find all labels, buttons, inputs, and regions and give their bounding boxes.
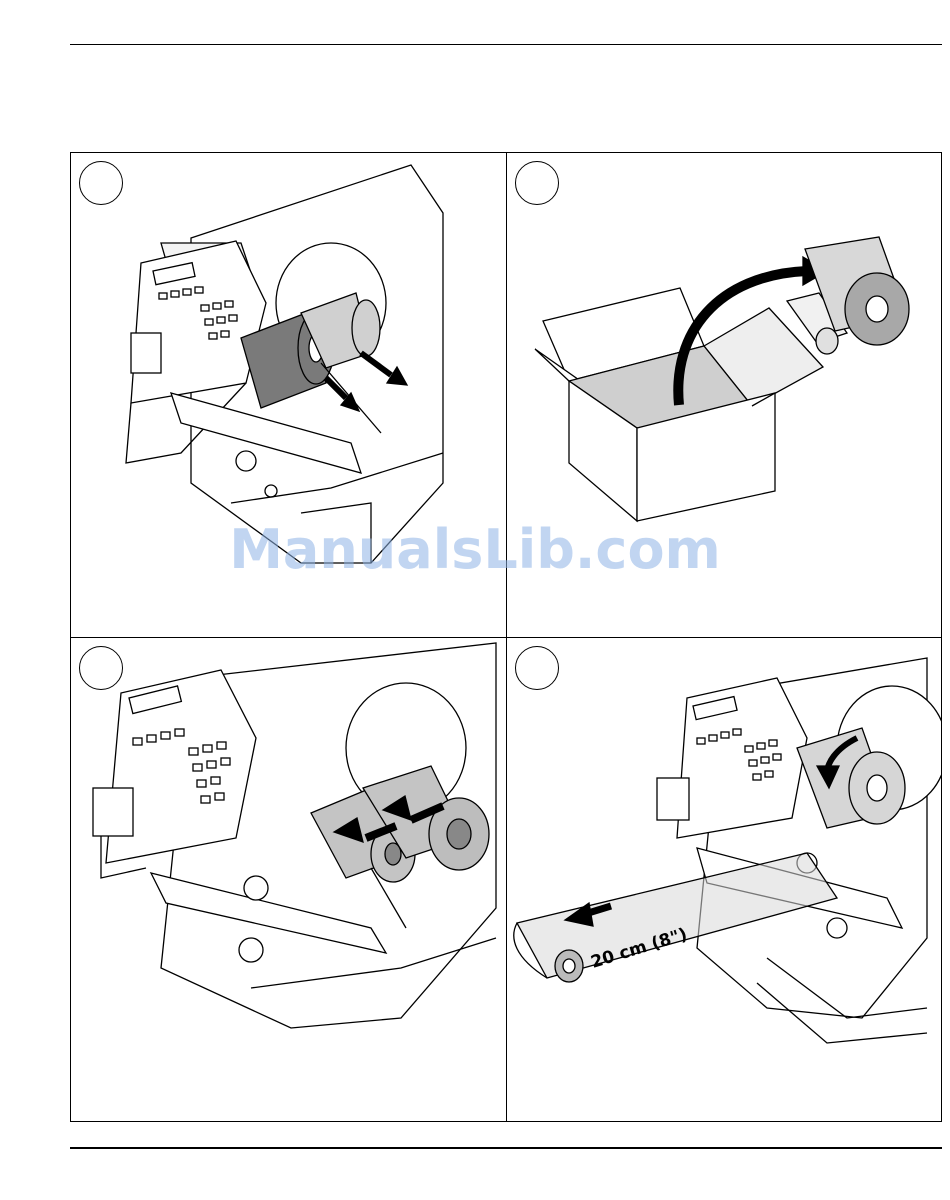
top-rule [70,44,942,45]
pull-ribbon-illustration: 20 cm (8") [507,638,941,1121]
panel-step-4: 20 cm (8") [507,638,941,1121]
insert-ribbon-illustration [71,638,506,1121]
instruction-grid: 20 cm (8") [70,152,942,1122]
bottom-rule [70,1147,942,1149]
watermark: ManualsLib.com [0,518,950,581]
panel-step-3 [71,638,506,1121]
